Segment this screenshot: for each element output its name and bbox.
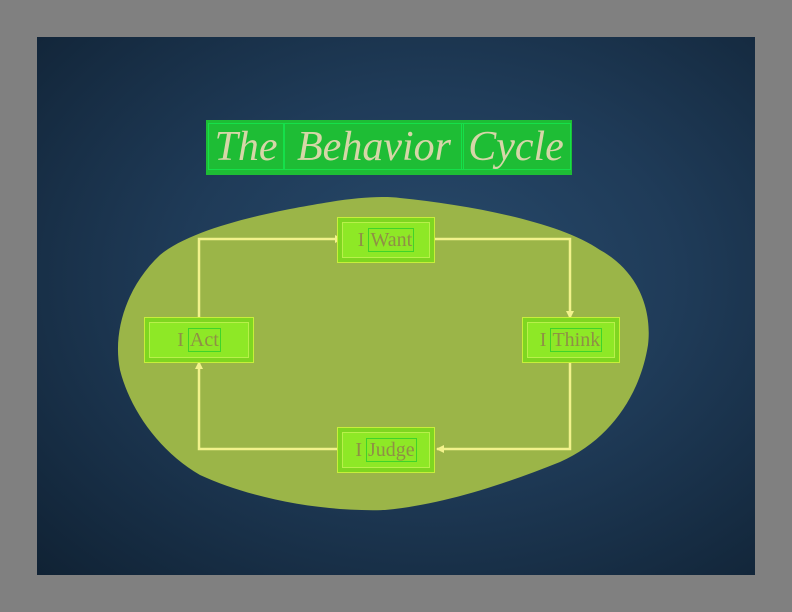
arrow-judge-to-act — [195, 361, 338, 451]
title-word-behavior: Behavior — [284, 123, 464, 170]
node-i-want: I Want — [337, 217, 435, 263]
node-i-want-word: Want — [368, 228, 415, 252]
node-i-judge-word: Judge — [366, 438, 417, 462]
node-i-judge-prefix: I — [355, 438, 362, 461]
node-i-act-word: Act — [187, 328, 221, 352]
node-i-act-prefix: I — [177, 328, 184, 351]
node-i-act: I Act — [144, 317, 254, 363]
arrow-want-to-think — [433, 237, 574, 319]
node-i-think-word: Think — [550, 328, 603, 352]
title-bar: The Behavior Cycle — [206, 120, 572, 175]
arrow-think-to-judge — [436, 362, 572, 453]
node-i-want-prefix: I — [357, 228, 365, 251]
arrow-act-to-want — [197, 235, 343, 318]
title-word-cycle: Cycle — [461, 123, 571, 170]
node-i-judge: I Judge — [337, 427, 435, 473]
node-i-think: I Think — [522, 317, 620, 363]
background-blob — [117, 197, 649, 511]
title-word-the: The — [208, 123, 284, 170]
node-i-think-prefix: I — [539, 328, 547, 351]
